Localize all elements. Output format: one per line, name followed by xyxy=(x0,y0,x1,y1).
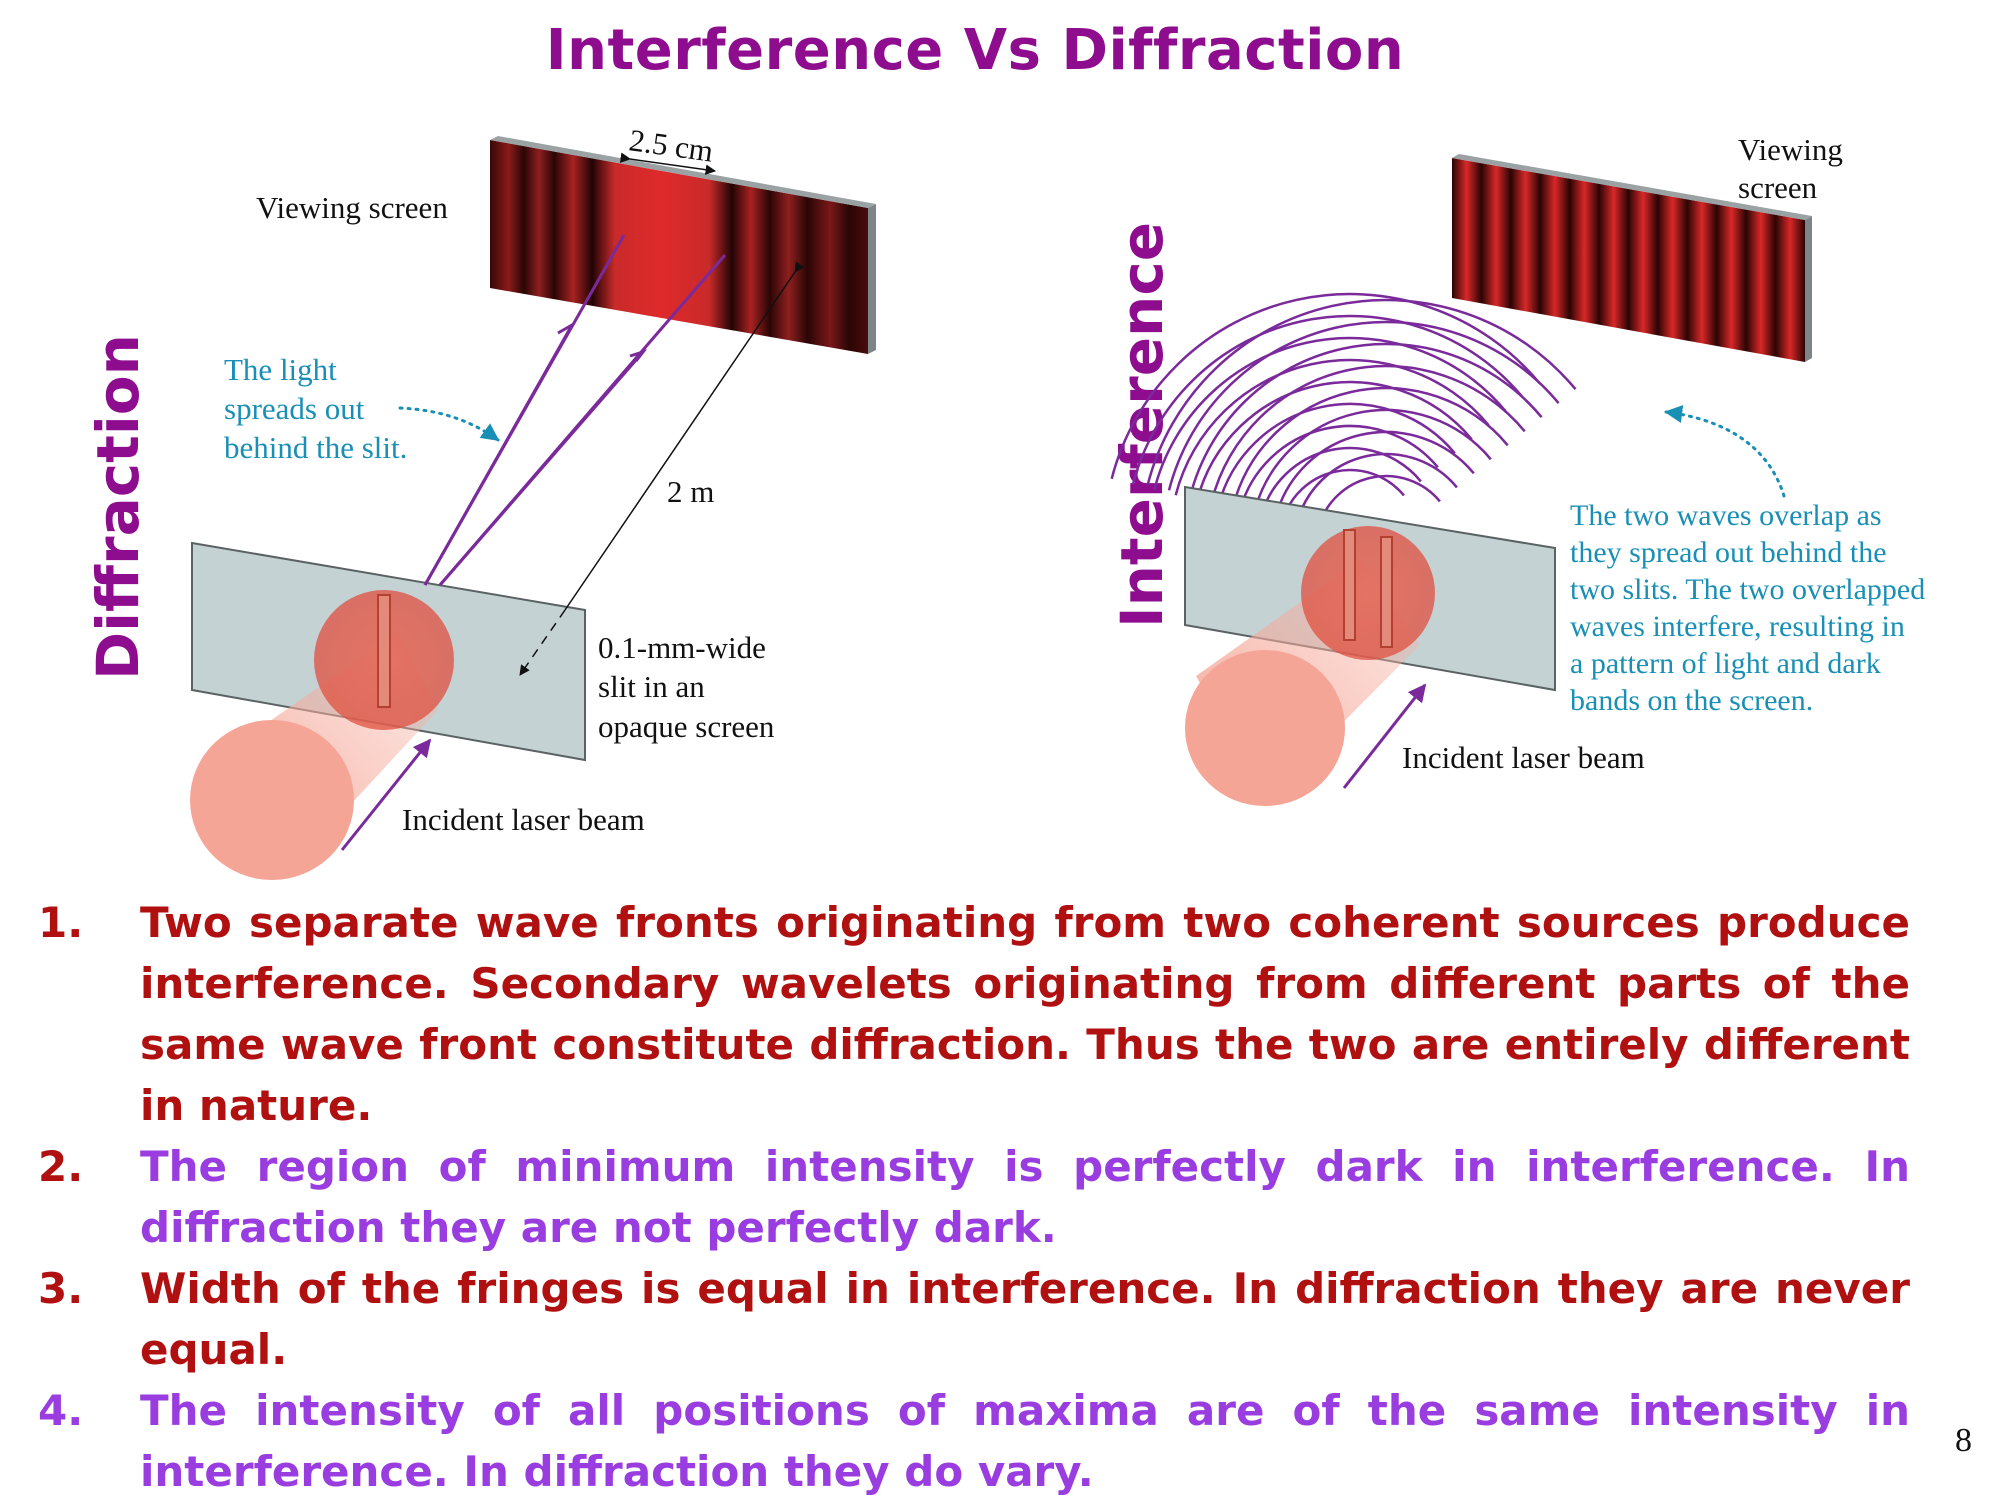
wavefront-arc xyxy=(1210,364,1526,502)
comparison-point-2: 2. The region of minimum intensity is pe… xyxy=(38,1136,1910,1258)
slit-label-line-2: slit in an xyxy=(598,669,705,704)
point-number: 1. xyxy=(38,898,84,947)
page-number: 8 xyxy=(1955,1422,1972,1459)
wavefront-arc xyxy=(1189,342,1543,497)
wavefront-arc xyxy=(1195,380,1473,502)
comparison-point-1: 1. Two separate wave fronts originating … xyxy=(38,892,1910,1136)
wavefront-arc xyxy=(1274,430,1475,518)
diffraction-screen-label: Viewing screen xyxy=(256,190,448,225)
slit-label-line-1: 0.1-mm-wide xyxy=(598,630,766,665)
width-dimension-arrow xyxy=(619,152,717,175)
wavefront-arc xyxy=(1238,424,1439,512)
point-text: Width of the fringes is equal in interfe… xyxy=(140,1264,1910,1374)
spread-note-line-2: spreads out xyxy=(224,391,365,426)
slide-title: Interference Vs Diffraction xyxy=(545,18,1405,83)
overlap-note-line-6: bands on the screen. xyxy=(1570,684,1813,717)
spread-note-line-3: behind the slit. xyxy=(224,430,407,465)
interference-screen-label-line-1: Viewing xyxy=(1738,132,1843,167)
diffraction-beam-label: Incident laser beam xyxy=(402,802,645,837)
interference-screen-label-line-2: screen xyxy=(1738,170,1818,205)
wavefront-arc xyxy=(1253,408,1492,513)
slit-label-line-3: opaque screen xyxy=(598,709,775,744)
interference-viewing-screen xyxy=(1452,154,1812,362)
point-text: Two separate wave fronts originating fro… xyxy=(140,898,1910,1130)
interference-beam-label: Incident laser beam xyxy=(1402,740,1645,775)
overlap-note-line-3: two slits. The two overlapped xyxy=(1570,573,1925,606)
wavefront-arc xyxy=(1280,468,1405,523)
wavefront-arc xyxy=(1167,320,1560,491)
distance-label: 2 m xyxy=(667,474,714,509)
wavefront-arc xyxy=(1316,474,1441,529)
wavefront-arc xyxy=(1217,402,1456,507)
wavefront-arc xyxy=(1131,314,1524,485)
diffraction-viewing-screen xyxy=(490,136,876,354)
overlapping-wavefronts xyxy=(1110,292,1577,529)
wavefront-arc xyxy=(1174,358,1490,496)
spread-note-line-1: The light xyxy=(224,352,337,387)
diffracted-ray xyxy=(438,254,727,586)
ray-arrowhead xyxy=(557,321,576,338)
point-text: The region of minimum intensity is perfe… xyxy=(140,1142,1910,1252)
wavefront-arc xyxy=(1259,446,1422,518)
incident-beam-arrow xyxy=(340,738,432,851)
point-number: 3. xyxy=(38,1264,84,1313)
slit-two xyxy=(1380,536,1393,648)
diffraction-diagram: 2.5 cm 2 m xyxy=(190,122,876,880)
distance-line-dashed xyxy=(519,609,566,676)
comparison-point-4: 4. The intensity of all positions of max… xyxy=(38,1380,1910,1502)
incident-beam-arrow xyxy=(1342,683,1427,789)
wavefront-arc xyxy=(1295,452,1458,524)
overlap-note-line-4: waves interfere, resulting in xyxy=(1570,610,1905,643)
comparison-points-list: 1. Two separate wave fronts originating … xyxy=(38,892,1910,1502)
overlap-note-pointer xyxy=(1664,405,1786,498)
interference-diagram: Viewing screen The two waves overlap as … xyxy=(1110,132,1925,806)
wavefront-arc xyxy=(1146,298,1577,486)
point-number: 2. xyxy=(38,1142,84,1191)
diagrams-figure: 2.5 cm 2 m xyxy=(190,122,1925,880)
diffracted-ray xyxy=(423,234,626,586)
comparison-point-3: 3. Width of the fringes is equal in inte… xyxy=(38,1258,1910,1380)
distance-line xyxy=(564,261,805,611)
interference-beam-spot xyxy=(1301,526,1435,660)
wavefront-arc xyxy=(1153,336,1507,491)
overlap-note-line-2: they spread out behind the xyxy=(1570,536,1887,569)
wavefront-arc xyxy=(1231,386,1509,508)
overlap-note-line-5: a pattern of light and dark xyxy=(1570,647,1881,680)
single-slit xyxy=(377,594,391,708)
spread-note-pointer xyxy=(398,406,500,442)
ray-arrowhead xyxy=(629,349,648,362)
slit-one xyxy=(1343,529,1356,641)
overlap-note-line-1: The two waves overlap as xyxy=(1570,499,1882,532)
point-number: 4. xyxy=(38,1386,84,1435)
wavefront-arc xyxy=(1110,292,1541,480)
point-text: The intensity of all positions of maxima… xyxy=(140,1386,1910,1496)
